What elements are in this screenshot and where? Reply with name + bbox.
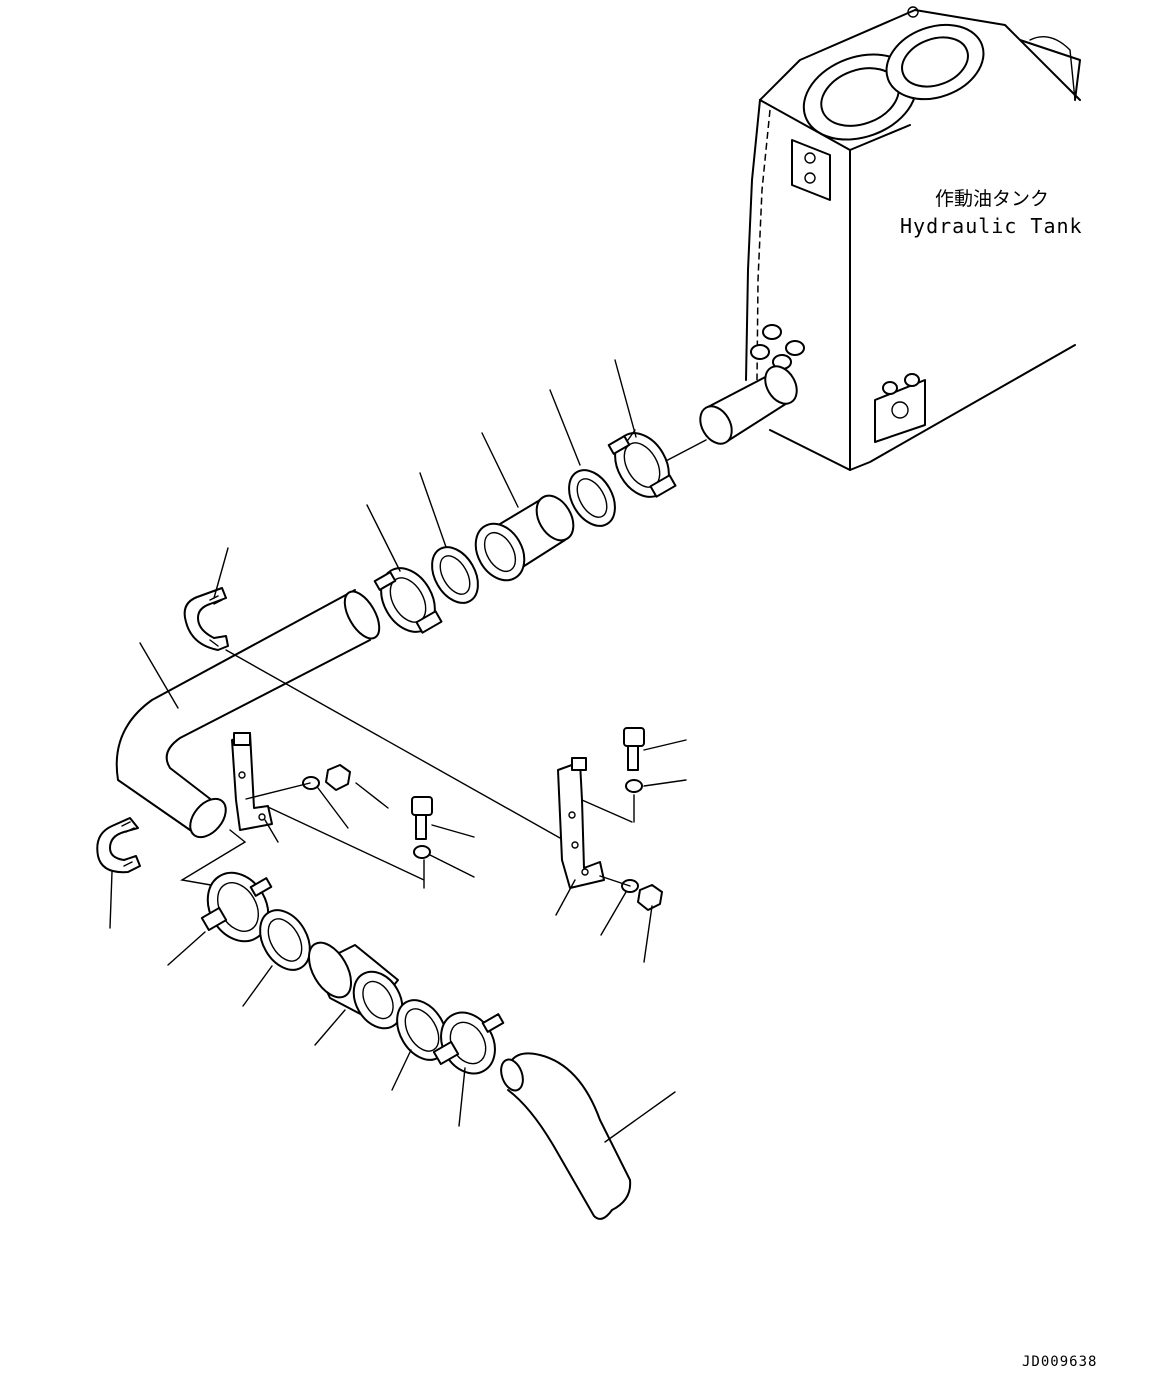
bolt-right xyxy=(624,728,644,770)
clamp-lower-right xyxy=(430,1003,505,1083)
hose-sleeve-lower xyxy=(300,936,412,1037)
clamp-upper-right xyxy=(604,424,680,507)
bolt-center xyxy=(412,797,432,839)
hydraulic-tank: 作動油タンク Hydraulic Tank xyxy=(694,7,1083,470)
u-bolt-upper xyxy=(185,588,228,650)
ring-upper-left xyxy=(423,539,488,611)
clamp-upper-left xyxy=(370,559,446,642)
leader-lines xyxy=(110,360,686,1142)
washer-center xyxy=(414,846,430,858)
suction-hose xyxy=(497,1053,630,1219)
tank-label-jp: 作動油タンク xyxy=(935,188,1049,210)
bracket-left xyxy=(232,733,272,830)
nut-right xyxy=(638,885,662,910)
bracket-right xyxy=(558,758,604,888)
assembly-centerline-upper xyxy=(662,440,706,463)
tank-label-en: Hydraulic Tank xyxy=(900,214,1083,238)
washer-right-top xyxy=(626,780,642,792)
drawing-id: JD009638 xyxy=(1022,1354,1097,1370)
hose-sleeve-upper xyxy=(466,489,581,589)
u-bolt-lower xyxy=(97,818,140,872)
bent-pipe xyxy=(117,586,387,844)
clamp-lower-left xyxy=(196,862,280,952)
nut-left xyxy=(326,765,350,790)
washer-left xyxy=(303,777,319,789)
ring-lower-left xyxy=(250,901,320,978)
ring-upper-right xyxy=(560,462,625,534)
assembly-guides xyxy=(182,650,634,888)
